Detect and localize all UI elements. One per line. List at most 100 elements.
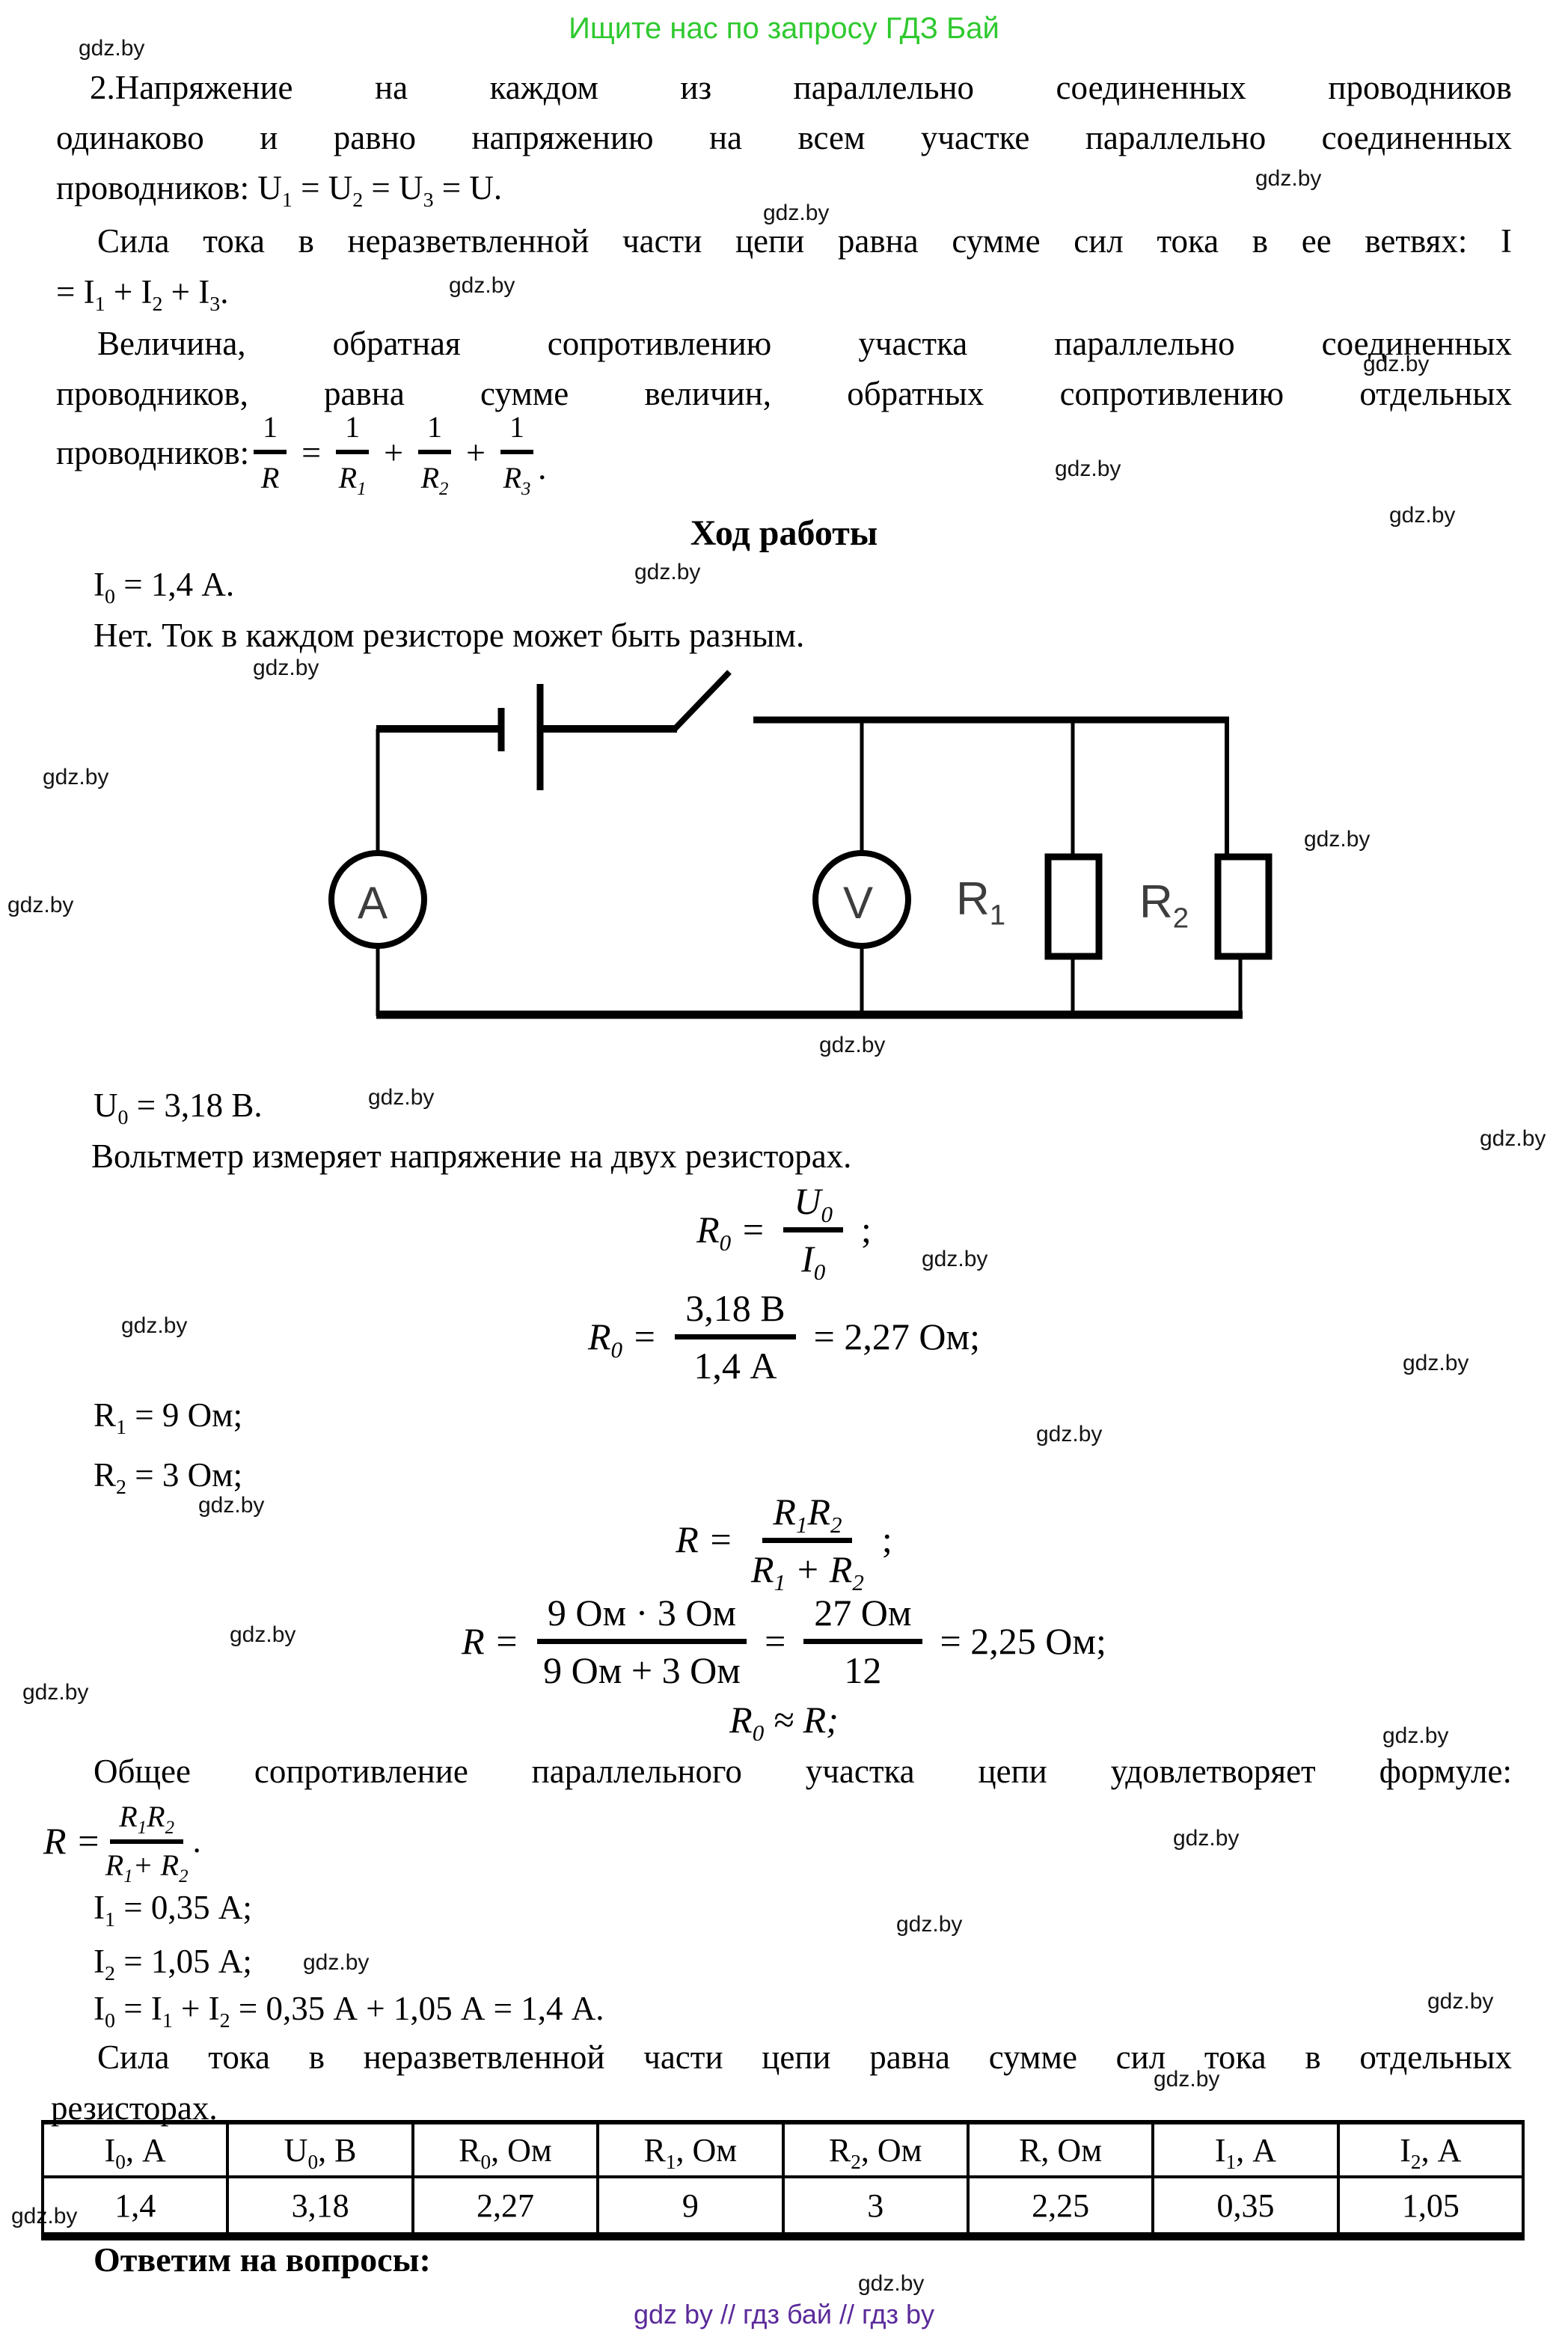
paragraph-line: = I1 + I2 + I3. bbox=[56, 273, 229, 316]
table-header-cell: I0, А bbox=[40, 2120, 230, 2178]
watermark-gdzby: gdz.by bbox=[858, 2271, 925, 2296]
switch-icon bbox=[671, 670, 732, 733]
ammeter-label: A bbox=[358, 878, 388, 928]
answer-heading: Ответим на вопросы: bbox=[94, 2240, 431, 2279]
watermark-gdzby: gdz.by bbox=[1304, 827, 1371, 852]
formula-result: = 2,25 Ом; bbox=[940, 1619, 1106, 1662]
statement-line: R1 = 9 Ом; bbox=[94, 1396, 243, 1439]
paragraph-line: Величина, обратная сопротивлению участка… bbox=[97, 325, 1512, 362]
table-value-cell: 2,25 bbox=[966, 2175, 1155, 2240]
table-header-cell: I2, А bbox=[1336, 2120, 1525, 2178]
watermark-gdzby: gdz.by bbox=[1389, 503, 1456, 528]
statement-line: U0 = 3,18 В. bbox=[94, 1087, 263, 1129]
voltmeter-label: V bbox=[843, 878, 874, 928]
watermark-gdzby: gdz.by bbox=[449, 273, 515, 298]
paragraph-line: резисторах. bbox=[51, 2089, 218, 2127]
footer-site-links: gdz by // гдз бай // гдз by bbox=[633, 2299, 935, 2330]
table-header-cell: R2, Ом bbox=[781, 2120, 970, 2178]
formula-lhs: R = bbox=[462, 1619, 519, 1662]
watermark-gdzby: gdz.by bbox=[1403, 1351, 1469, 1375]
watermark-gdzby: gdz.by bbox=[368, 1085, 435, 1110]
paragraph-line: Сила тока в неразветвленной части цепи р… bbox=[97, 2038, 1512, 2076]
watermark-gdzby: gdz.by bbox=[763, 201, 830, 225]
period: . bbox=[537, 448, 547, 487]
table-header-cell: I1, А bbox=[1151, 2120, 1340, 2178]
resistor-r2-icon bbox=[1214, 853, 1273, 960]
semicolon: ; bbox=[861, 1208, 872, 1250]
paragraph-line: одинаково и равно напряжению на всем уча… bbox=[56, 119, 1512, 156]
watermark-gdzby: gdz.by bbox=[1154, 2067, 1220, 2092]
watermark-gdzby: gdz.by bbox=[634, 560, 701, 584]
plus-sign: + bbox=[384, 433, 404, 472]
watermark-gdzby: gdz.by bbox=[1363, 352, 1430, 376]
site-promo-header: Ищите нас по запросу ГДЗ Бай bbox=[569, 12, 999, 45]
watermark-gdzby: gdz.by bbox=[7, 893, 74, 917]
plus-sign: + bbox=[466, 433, 486, 472]
watermark-gdzby: gdz.by bbox=[22, 1680, 89, 1705]
formula-lhs: R0 = bbox=[696, 1208, 766, 1256]
formula-result: = 2,27 Ом; bbox=[813, 1315, 980, 1357]
formula-lhs: R0 = bbox=[588, 1315, 658, 1363]
table-header-cell: R, Ом bbox=[966, 2120, 1155, 2178]
watermark-gdzby: gdz.by bbox=[230, 1622, 296, 1647]
watermark-gdzby: gdz.by bbox=[121, 1313, 188, 1338]
table-value-cell: 1,4 bbox=[40, 2175, 230, 2240]
watermark-gdzby: gdz.by bbox=[1480, 1126, 1546, 1151]
watermark-gdzby: gdz.by bbox=[198, 1493, 265, 1518]
watermark-gdzby: gdz.by bbox=[79, 36, 145, 61]
resistor-r1-label: R1 bbox=[956, 873, 1006, 932]
table-value-cell: 1,05 bbox=[1336, 2175, 1525, 2240]
period: . bbox=[192, 1822, 201, 1860]
circuit-diagram bbox=[328, 670, 1273, 1019]
section-heading: Ход работы bbox=[690, 513, 878, 553]
semicolon: ; bbox=[881, 1518, 892, 1560]
paragraph-line: 2.Напряжение на каждом из параллельно со… bbox=[90, 69, 1512, 106]
watermark-gdzby: gdz.by bbox=[253, 656, 319, 680]
table-header-cell: R0, Ом bbox=[411, 2120, 600, 2178]
statement-line: R2 = 3 Ом; bbox=[94, 1456, 243, 1499]
paragraph-line: Общее сопротивление параллельного участк… bbox=[94, 1753, 1512, 1790]
table-value-cell: 2,27 bbox=[411, 2175, 600, 2240]
watermark-gdzby: gdz.by bbox=[819, 1033, 886, 1057]
watermark-gdzby: gdz.by bbox=[1055, 456, 1121, 481]
formula-approx: R0 ≈ R; bbox=[0, 1697, 1568, 1746]
statement-line: I0 = I1 + I2 = 0,35 А + 1,05 А = 1,4 А. bbox=[94, 1990, 604, 2032]
table-value-cell: 0,35 bbox=[1151, 2175, 1340, 2240]
statement-line: I0 = 1,4 А. bbox=[94, 566, 235, 608]
table-value-cell: 3 bbox=[781, 2175, 970, 2240]
resistor-r1-icon bbox=[1044, 853, 1103, 960]
formula-text: R0 ≈ R; bbox=[729, 1699, 839, 1746]
table-value-cell: 3,18 bbox=[226, 2175, 414, 2240]
table-value-cell: 9 bbox=[596, 2175, 785, 2240]
equals-sign: = bbox=[301, 433, 322, 472]
statement-line: I1 = 0,35 А; bbox=[94, 1889, 252, 1931]
watermark-gdzby: gdz.by bbox=[1173, 1826, 1240, 1851]
resistor-r2-label: R2 bbox=[1139, 876, 1189, 935]
watermark-gdzby: gdz.by bbox=[1427, 1989, 1494, 2014]
paragraph-line: проводников: U1 = U2 = U3 = U. bbox=[56, 169, 503, 212]
watermark-gdzby: gdz.by bbox=[303, 1950, 370, 1975]
paragraph-line: проводников, равна сумме величин, обратн… bbox=[56, 375, 1512, 412]
formula-lhs: R = bbox=[43, 1820, 101, 1862]
watermark-gdzby: gdz.by bbox=[1255, 166, 1322, 191]
watermark-gdzby: gdz.by bbox=[43, 765, 109, 789]
watermark-gdzby: gdz.by bbox=[896, 1912, 963, 1937]
table-header-cell: R1, Ом bbox=[596, 2120, 785, 2178]
statement-line: Нет. Ток в каждом резисторе может быть р… bbox=[94, 617, 805, 654]
watermark-gdzby: gdz.by bbox=[1382, 1723, 1449, 1748]
